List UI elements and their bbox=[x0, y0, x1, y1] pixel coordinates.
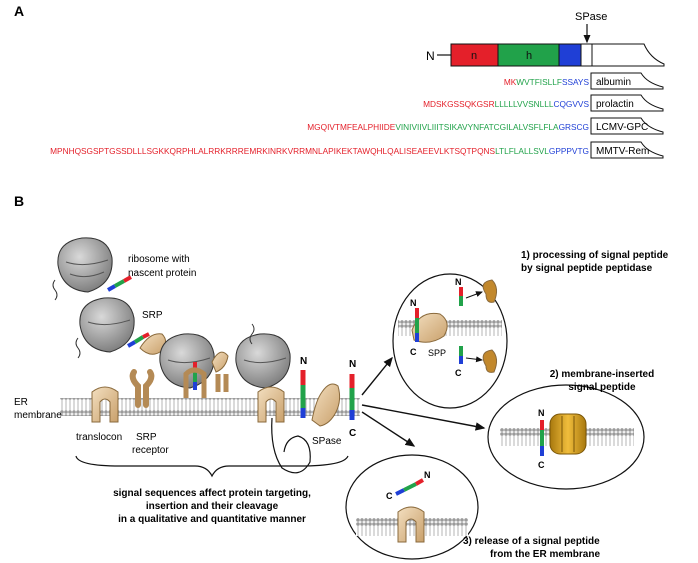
outcome1-spp-processing bbox=[392, 273, 508, 409]
ribosome-translocating bbox=[235, 323, 311, 474]
outcome1-line2: by signal peptide peptidase bbox=[521, 263, 653, 274]
signal-sequence-c-region: GPPPVTG bbox=[549, 146, 589, 156]
c-label-cleaved: C bbox=[349, 428, 356, 439]
signal-sequence-list: albumin MKWVTFISLLFSSAYS prolactin MDSKGSSQ… bbox=[50, 72, 664, 159]
sequence-protein-box bbox=[590, 117, 664, 135]
ribosome-srp-complex bbox=[75, 297, 166, 359]
summary-line3: in a qualitative and quantitative manner bbox=[118, 514, 306, 525]
signal-sequence: MDSKGSSQKGSRLLLLLVVSNLLLCQGVVS bbox=[423, 99, 589, 109]
sequence-protein-name: albumin bbox=[596, 77, 631, 88]
panel-a-label: A bbox=[14, 3, 24, 19]
outcome1-c-label-2: C bbox=[455, 368, 462, 378]
signal-sequence-h-region: WVTFISLLF bbox=[516, 77, 562, 87]
outcome2-line1: 2) membrane-inserted bbox=[550, 369, 654, 380]
outcome3-n-label: N bbox=[424, 470, 431, 480]
outcome3-line1: 3) release of a signal peptide bbox=[463, 536, 600, 547]
n-label-cleaved: N bbox=[349, 359, 356, 370]
outcome3-c-label: C bbox=[386, 491, 393, 501]
signal-sequence-h-region: LTLFLALLSVL bbox=[495, 146, 549, 156]
srp-receptor-line2: receptor bbox=[132, 445, 169, 456]
outcome1-line1: 1) processing of signal peptide bbox=[521, 250, 669, 261]
translocon-label: translocon bbox=[76, 432, 122, 443]
ribosome-with-nascent-protein bbox=[52, 237, 132, 301]
spase-site-label: SPase bbox=[575, 11, 607, 23]
summary-line1: signal sequences affect protein targetin… bbox=[113, 488, 311, 499]
signal-sequence-n-region: MK bbox=[504, 77, 517, 87]
signal-sequence-n-region: MGQIVTMFEALPHIIDE bbox=[307, 122, 396, 132]
sequence-protein-name: LCMV-GPC bbox=[596, 122, 648, 133]
signal-sequence-c-region: SSAYS bbox=[562, 77, 590, 87]
outcome2-c-label: C bbox=[538, 460, 545, 470]
ribosome-label-line1: ribosome with bbox=[128, 254, 190, 265]
sequence-protein-name: MMTV-Rem bbox=[596, 146, 649, 157]
outcome2-line2: signal peptide bbox=[568, 382, 636, 393]
signal-sequence: MKWVTFISLLFSSAYS bbox=[504, 77, 590, 87]
h-region-label: h bbox=[526, 50, 532, 62]
sequence-protein-box bbox=[590, 141, 664, 159]
sequence-protein-name: prolactin bbox=[596, 99, 634, 110]
panel-b-label: B bbox=[14, 193, 24, 209]
arrow-to-outcome1 bbox=[361, 356, 393, 396]
c-region-box bbox=[558, 43, 582, 67]
signal-sequence-h-region: LLLLLVVSNLLL bbox=[495, 99, 554, 109]
summary-brace bbox=[75, 455, 349, 478]
er-label-line1: ER bbox=[14, 397, 28, 408]
n-region-label: n bbox=[471, 50, 477, 62]
spase-cleavage-site bbox=[300, 370, 341, 427]
n-label-spase: N bbox=[300, 356, 307, 367]
outcome1-c-label: C bbox=[410, 347, 417, 357]
outcome3-line2: from the ER membrane bbox=[490, 549, 600, 560]
srp-receptor-line1: SRP bbox=[136, 432, 157, 443]
signal-sequence: MPNHQSGSPTGSSDLLLSGKKQRPHLALRRKRRREMRKIN… bbox=[50, 146, 589, 156]
cleavage-spacer-box bbox=[580, 43, 593, 67]
srp-label: SRP bbox=[142, 310, 163, 321]
summary-line2: insertion and their cleavage bbox=[146, 501, 279, 512]
outcome2-n-label: N bbox=[538, 408, 545, 418]
spase-label: SPase bbox=[312, 436, 342, 447]
signal-sequence-n-region: MPNHQSGSPTGSSDLLLSGKKQRPHLALRRKRRREMRKIN… bbox=[50, 146, 495, 156]
arrow-to-outcome2 bbox=[361, 404, 486, 431]
translocon-channel bbox=[91, 386, 119, 423]
ribosome-docked bbox=[159, 333, 229, 398]
srp-receptor bbox=[129, 369, 155, 408]
outcome3-signal-peptide-release bbox=[345, 454, 479, 560]
mature-protein-shape bbox=[591, 43, 665, 67]
signal-sequence-h-region: VINIVIIVLIIITSIKAVYNFATCGILALVSFLFLA bbox=[395, 122, 559, 132]
signal-sequence: MGQIVTMFEALPHIIDEVINIVIIVLIIITSIKAVYNFAT… bbox=[307, 122, 589, 132]
schematic-n-terminus: N bbox=[426, 49, 435, 63]
spp-label: SPP bbox=[428, 348, 446, 358]
arrow-to-outcome3 bbox=[361, 411, 416, 447]
outcome2-membrane-inserted bbox=[487, 384, 645, 490]
signal-sequence-c-region: CQGVVS bbox=[553, 99, 589, 109]
signal-sequence-c-region: GRSCG bbox=[559, 122, 589, 132]
sequence-protein-box bbox=[590, 72, 664, 90]
signal-sequence-n-region: MDSKGSSQKGSR bbox=[423, 99, 494, 109]
er-label-line2: membrane bbox=[14, 410, 62, 421]
sequence-protein-box bbox=[590, 94, 664, 112]
outcome1-n-label-2: N bbox=[455, 277, 462, 287]
ribosome-label-line2: nascent protein bbox=[128, 268, 196, 279]
outcome1-n-label: N bbox=[410, 298, 417, 308]
